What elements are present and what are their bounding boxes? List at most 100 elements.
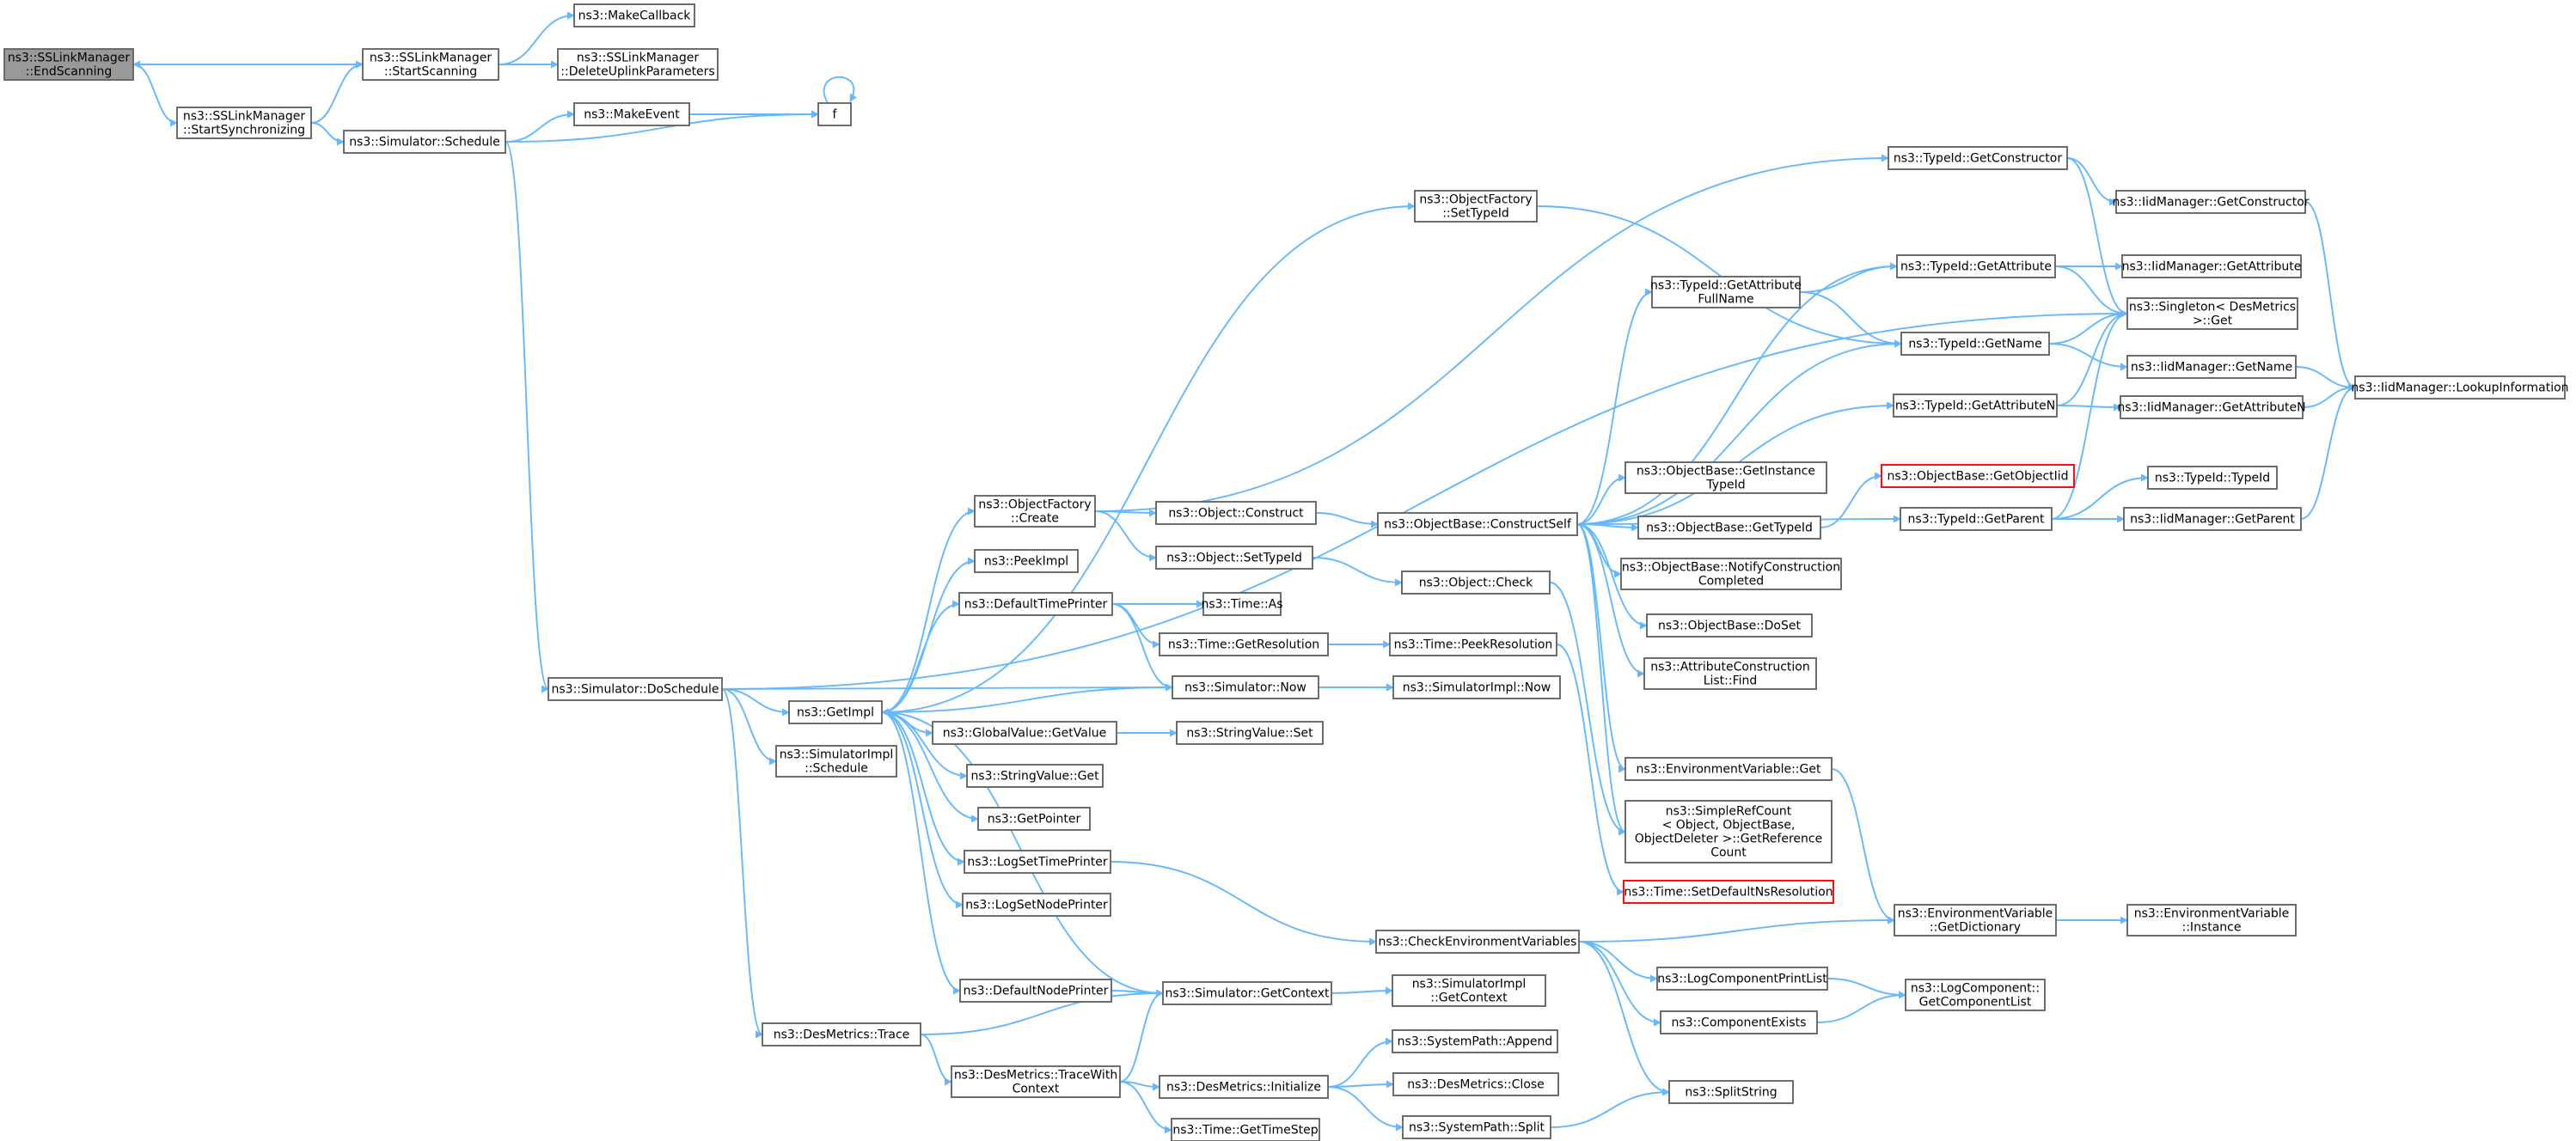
node-typeidgetattributen[interactable]: ns3::TypeId::GetAttributeN bbox=[1893, 394, 2058, 418]
node-iidgetattribute[interactable]: ns3::IidManager::GetAttribute bbox=[2121, 254, 2302, 278]
node-simimplnow[interactable]: ns3::SimulatorImpl::Now bbox=[1392, 675, 1561, 699]
node-label: >::Get bbox=[2193, 314, 2233, 328]
node-box bbox=[2126, 297, 2298, 330]
node-singletonget[interactable]: ns3::Singleton< DesMetrics>::Get bbox=[2126, 297, 2298, 330]
node-logsettimeprinter[interactable]: ns3::LogSetTimePrinter bbox=[964, 850, 1111, 874]
node-label: ::EndScanning bbox=[26, 65, 113, 79]
node-box bbox=[1656, 967, 1828, 991]
node-box bbox=[762, 1022, 921, 1046]
node-box bbox=[974, 549, 1079, 573]
node-label: ns3::StringValue::Get bbox=[970, 770, 1099, 784]
node-label: ns3::Singleton< DesMetrics bbox=[2129, 301, 2296, 314]
node-label: ns3::GetImpl bbox=[797, 706, 874, 720]
node-makecallback[interactable]: ns3::MakeCallback bbox=[573, 3, 695, 27]
node-defaulttimeprinter[interactable]: ns3::DefaultTimePrinter bbox=[958, 592, 1113, 616]
node-label: ns3::ObjectFactory bbox=[978, 498, 1091, 512]
node-checkenvvars[interactable]: ns3::CheckEnvironmentVariables bbox=[1375, 930, 1580, 954]
node-logcomponentprintlist[interactable]: ns3::LogComponentPrintList bbox=[1656, 967, 1828, 991]
node-box bbox=[2120, 395, 2304, 419]
node-label: ns3::SSLinkManager bbox=[8, 52, 131, 65]
node-label: ns3::ObjectBase::DoSet bbox=[1658, 619, 1801, 633]
node-simplerefcount[interactable]: ns3::SimpleRefCount< Object, ObjectBase,… bbox=[1625, 800, 1833, 863]
node-timegetresolution[interactable]: ns3::Time::GetResolution bbox=[1159, 632, 1329, 656]
node-envgetdictionary[interactable]: ns3::EnvironmentVariable::GetDictionary bbox=[1894, 904, 2057, 937]
node-componentexists[interactable]: ns3::ComponentExists bbox=[1660, 1010, 1818, 1034]
node-simimplschedule[interactable]: ns3::SimulatorImpl::Schedule bbox=[775, 745, 897, 778]
node-objectsettypeid[interactable]: ns3::Object::SetTypeId bbox=[1155, 546, 1313, 570]
node-desinitialize[interactable]: ns3::DesMetrics::Initialize bbox=[1159, 1075, 1329, 1099]
node-stringvalueset[interactable]: ns3::StringValue::Set bbox=[1176, 721, 1324, 745]
node-label: ::DeleteUplinkParameters bbox=[560, 65, 714, 79]
node-notifyconstruction[interactable]: ns3::ObjectBase::NotifyConstructionCompl… bbox=[1620, 558, 1842, 590]
node-iidgetattributen[interactable]: ns3::IidManager::GetAttributeN bbox=[2117, 395, 2306, 419]
node-iidgetname[interactable]: ns3::IidManager::GetName bbox=[2126, 355, 2297, 379]
node-logsetnodeprinter[interactable]: ns3::LogSetNodePrinter bbox=[962, 893, 1111, 917]
node-label: ns3::DefaultNodePrinter bbox=[964, 985, 1109, 998]
node-systempathappend[interactable]: ns3::SystemPath::Append bbox=[1392, 1029, 1558, 1053]
node-objectbasegettypeid[interactable]: ns3::ObjectBase::GetTypeId bbox=[1637, 516, 1821, 540]
node-iidgetparent[interactable]: ns3::IidManager::GetParent bbox=[2123, 507, 2302, 531]
node-iidgetconstructor[interactable]: ns3::IidManager::GetConstructor bbox=[2112, 190, 2310, 214]
node-envvarget[interactable]: ns3::EnvironmentVariable::Get bbox=[1625, 757, 1833, 781]
node-globalvaluegetvalue[interactable]: ns3::GlobalValue::GetValue bbox=[932, 721, 1117, 745]
node-objfactorysettypeid[interactable]: ns3::ObjectFactory::SetTypeId bbox=[1414, 190, 1538, 223]
node-timegettimestep[interactable]: ns3::Time::GetTimeStep bbox=[1171, 1118, 1320, 1141]
node-box bbox=[1623, 880, 1834, 904]
node-endscanning[interactable]: ns3::SSLinkManager::EndScanning bbox=[3, 48, 134, 81]
edge-constructself-to-attrconstructfind bbox=[1576, 523, 1645, 678]
node-label: ns3::Time::SetDefaultNsResolution bbox=[1624, 886, 1833, 900]
node-iidlookup[interactable]: ns3::IidManager::LookupInformation bbox=[2351, 375, 2569, 400]
node-constructself[interactable]: ns3::ObjectBase::ConstructSelf bbox=[1377, 512, 1578, 536]
node-typeidtypeid[interactable]: ns3::TypeId::TypeId bbox=[2147, 466, 2278, 490]
node-typeidgetconstructor[interactable]: ns3::TypeId::GetConstructor bbox=[1888, 146, 2068, 170]
node-box bbox=[1159, 1075, 1329, 1099]
node-getobjectiid[interactable]: ns3::ObjectBase::GetObjectIid bbox=[1881, 464, 2075, 488]
node-timepeekresolution[interactable]: ns3::Time::PeekResolution bbox=[1389, 632, 1557, 656]
node-setdefaultns[interactable]: ns3::Time::SetDefaultNsResolution bbox=[1623, 880, 1834, 904]
node-box bbox=[1893, 394, 2058, 418]
edge-objectconstruct-to-constructself bbox=[1315, 512, 1379, 528]
node-box bbox=[974, 495, 1096, 528]
node-getimpl[interactable]: ns3::GetImpl bbox=[788, 700, 883, 724]
node-objectconstruct[interactable]: ns3::Object::Construct bbox=[1155, 501, 1317, 525]
node-box bbox=[343, 130, 506, 154]
node-destrace[interactable]: ns3::DesMetrics::Trace bbox=[762, 1022, 921, 1046]
node-simimplgetcontext[interactable]: ns3::SimulatorImpl::GetContext bbox=[1392, 974, 1546, 1007]
node-defaultnodeprinter[interactable]: ns3::DefaultNodePrinter bbox=[959, 979, 1112, 1003]
node-makeevent[interactable]: ns3::MakeEvent bbox=[573, 102, 690, 126]
node-label: ns3::SSLinkManager bbox=[577, 52, 700, 65]
node-schedule[interactable]: ns3::Simulator::Schedule bbox=[343, 130, 506, 154]
node-logcomponentgetlist[interactable]: ns3::LogComponent::GetComponentList bbox=[1905, 979, 2046, 1011]
node-systempathsplit[interactable]: ns3::SystemPath::Split bbox=[1402, 1115, 1551, 1139]
nodes: ns3::SSLinkManager::EndScanningns3::SSLi… bbox=[3, 3, 2569, 1141]
node-objectcheck[interactable]: ns3::Object::Check bbox=[1401, 570, 1551, 595]
node-simulatornow[interactable]: ns3::Simulator::Now bbox=[1172, 675, 1319, 699]
node-getpointer[interactable]: ns3::GetPointer bbox=[977, 807, 1091, 831]
node-deleteuplink[interactable]: ns3::SSLinkManager::DeleteUplinkParamete… bbox=[557, 48, 719, 81]
node-desclose[interactable]: ns3::DesMetrics::Close bbox=[1392, 1072, 1559, 1096]
node-label: ns3::IidManager::GetConstructor bbox=[2112, 196, 2309, 210]
node-startsync[interactable]: ns3::SSLinkManager::StartSynchronizing bbox=[176, 107, 312, 139]
node-typeidgetparent[interactable]: ns3::TypeId::GetParent bbox=[1900, 507, 2053, 531]
node-label: ns3::SimulatorImpl bbox=[1412, 978, 1527, 992]
node-envinstance[interactable]: ns3::EnvironmentVariable::Instance bbox=[2126, 904, 2297, 937]
node-label: ns3::Simulator::GetContext bbox=[1165, 987, 1330, 1001]
node-startscanning[interactable]: ns3::SSLinkManager::StartScanning bbox=[362, 48, 499, 81]
node-simgetcontext[interactable]: ns3::Simulator::GetContext bbox=[1162, 981, 1332, 1005]
node-box bbox=[2115, 190, 2306, 214]
node-peekimpl[interactable]: ns3::PeekImpl bbox=[974, 549, 1079, 573]
node-objectbasedoset[interactable]: ns3::ObjectBase::DoSet bbox=[1646, 613, 1813, 638]
node-splitstring[interactable]: ns3::SplitString bbox=[1668, 1080, 1794, 1104]
node-f[interactable]: f bbox=[817, 102, 852, 126]
node-doschedule[interactable]: ns3::Simulator::DoSchedule bbox=[548, 677, 723, 701]
node-typeidgetattribute[interactable]: ns3::TypeId::GetAttribute bbox=[1896, 254, 2056, 278]
node-typeidgetname[interactable]: ns3::TypeId::GetName bbox=[1900, 332, 2050, 356]
node-stringvalueget[interactable]: ns3::StringValue::Get bbox=[966, 764, 1104, 788]
node-timeas[interactable]: ns3::Time::As bbox=[1201, 592, 1283, 616]
node-label: TypeId bbox=[1705, 479, 1745, 492]
node-objfactorycreate[interactable]: ns3::ObjectFactory::Create bbox=[974, 495, 1096, 528]
